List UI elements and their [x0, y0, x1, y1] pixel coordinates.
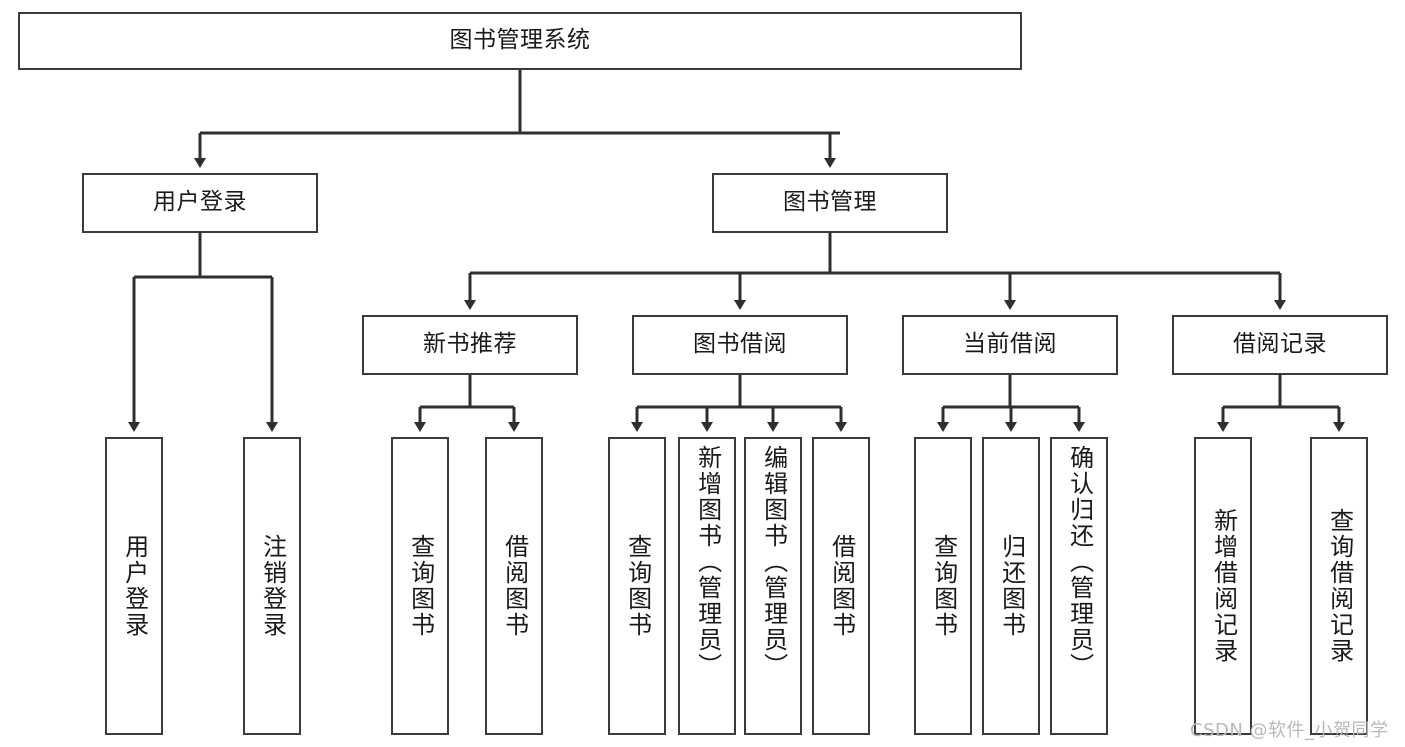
- node-label: 注销登录: [258, 534, 287, 638]
- node-borrow-record[interactable]: 借阅记录: [1172, 315, 1388, 375]
- node-label: 图书管理: [783, 189, 877, 216]
- node-label: 编辑图书（管理员）: [759, 445, 788, 679]
- leaf-borrow-record-query-record[interactable]: 查询借阅记录: [1310, 437, 1368, 735]
- leaf-user-login-logout[interactable]: 注销登录: [243, 437, 301, 735]
- node-label: 新书推荐: [423, 331, 517, 358]
- leaf-new-book-query-book[interactable]: 查询图书: [391, 437, 449, 735]
- node-label: 查询图书: [929, 534, 958, 638]
- node-label: 确认归还（管理员）: [1065, 445, 1094, 679]
- leaf-new-book-borrow-book[interactable]: 借阅图书: [485, 437, 543, 735]
- node-new-book-recommend[interactable]: 新书推荐: [362, 315, 578, 375]
- node-label: 用户登录: [153, 189, 247, 216]
- node-label: 查询图书: [623, 534, 652, 638]
- node-root-book-management-system[interactable]: 图书管理系统: [18, 12, 1022, 70]
- leaf-book-borrow-add-book-admin[interactable]: 新增图书（管理员）: [678, 437, 736, 735]
- node-label: 图书管理系统: [449, 27, 591, 54]
- leaf-user-login-login[interactable]: 用户登录: [105, 437, 163, 735]
- node-label: 归还图书: [997, 534, 1026, 638]
- leaf-book-borrow-query-book[interactable]: 查询图书: [608, 437, 666, 735]
- node-label: 当前借阅: [963, 331, 1057, 358]
- node-label: 借阅记录: [1233, 331, 1327, 358]
- node-label: 新增借阅记录: [1209, 508, 1238, 664]
- node-label: 用户登录: [120, 534, 149, 638]
- node-book-management[interactable]: 图书管理: [712, 173, 948, 233]
- node-label: 借阅图书: [500, 534, 529, 638]
- node-label: 查询借阅记录: [1325, 508, 1354, 664]
- leaf-borrow-record-add-record[interactable]: 新增借阅记录: [1194, 437, 1252, 735]
- leaf-current-borrow-confirm-return-admin[interactable]: 确认归还（管理员）: [1050, 437, 1108, 735]
- node-label: 图书借阅: [693, 331, 787, 358]
- node-label: 查询图书: [406, 534, 435, 638]
- leaf-book-borrow-edit-book-admin[interactable]: 编辑图书（管理员）: [744, 437, 802, 735]
- node-current-borrow[interactable]: 当前借阅: [902, 315, 1118, 375]
- node-book-borrow[interactable]: 图书借阅: [632, 315, 848, 375]
- leaf-current-borrow-query-book[interactable]: 查询图书: [914, 437, 972, 735]
- leaf-current-borrow-return-book[interactable]: 归还图书: [982, 437, 1040, 735]
- leaf-book-borrow-borrow-book[interactable]: 借阅图书: [812, 437, 870, 735]
- watermark-text: CSDN @软件_小贺同学: [1190, 720, 1389, 741]
- node-label: 新增图书（管理员）: [693, 445, 722, 679]
- node-user-login[interactable]: 用户登录: [82, 173, 318, 233]
- node-label: 借阅图书: [827, 534, 856, 638]
